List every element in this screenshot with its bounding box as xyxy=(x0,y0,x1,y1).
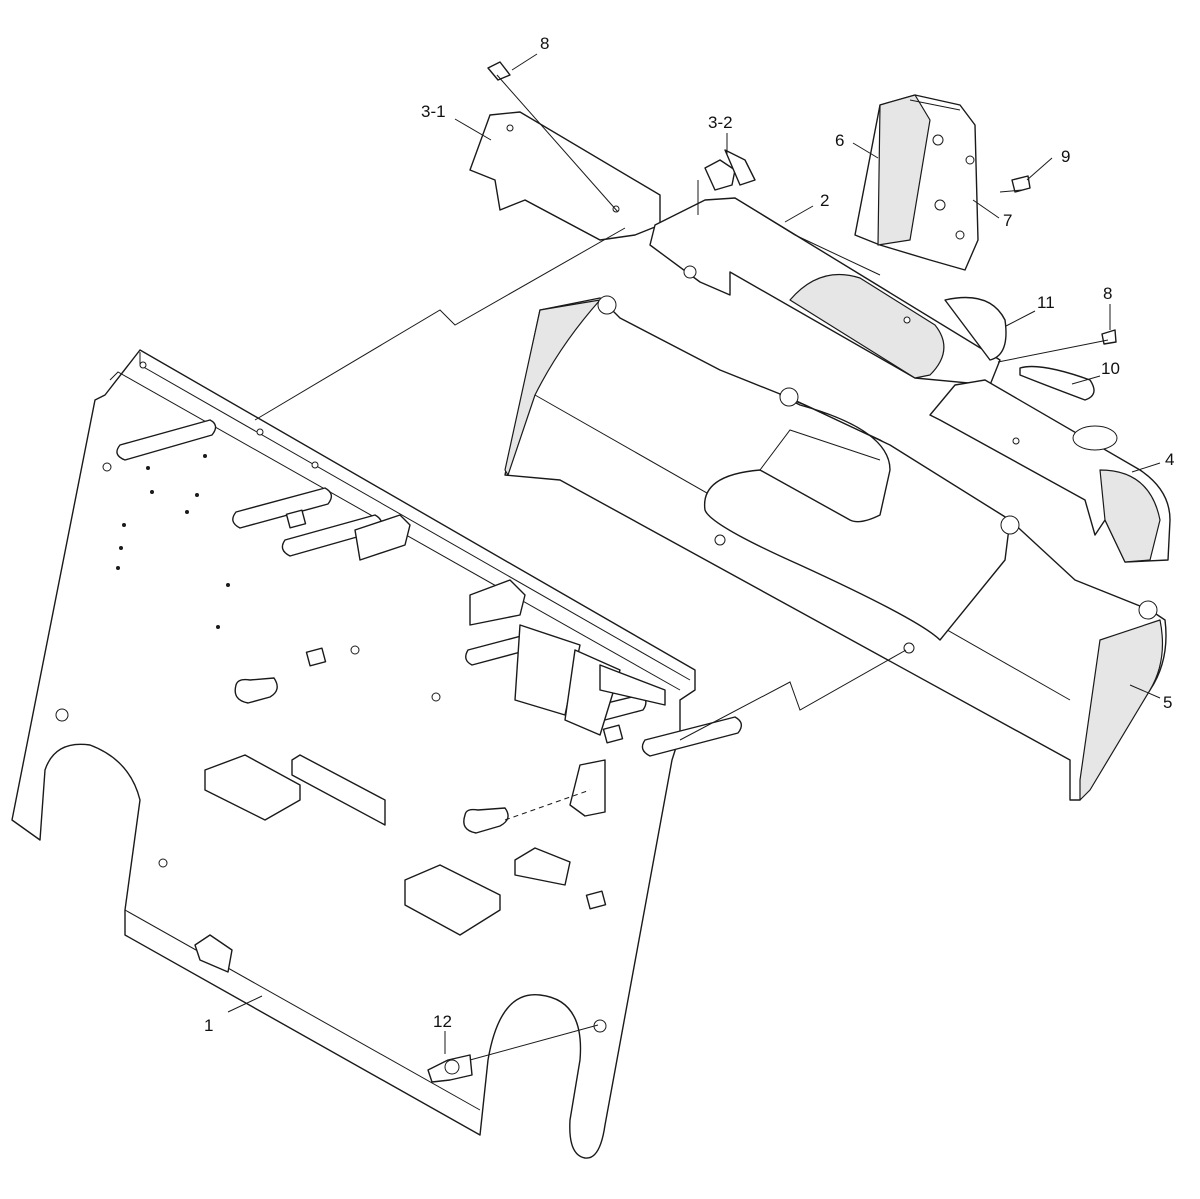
panel-holes xyxy=(55,361,607,1033)
callout-5: 5 xyxy=(1163,693,1172,712)
screw-9 xyxy=(1011,175,1031,193)
part-11-cable xyxy=(944,296,1007,361)
callout-7: 7 xyxy=(1003,211,1012,230)
callout-4: 4 xyxy=(1165,450,1174,469)
part-4-right-upper-cover xyxy=(929,379,1171,563)
callout-9: 9 xyxy=(1061,147,1070,166)
part-3-2-lock-assembly xyxy=(704,149,756,191)
part-1-rear-panel xyxy=(11,349,743,1159)
part-6-7-stand xyxy=(854,94,979,271)
callout-3-2: 3-2 xyxy=(708,113,733,132)
callout-6: 6 xyxy=(835,131,844,150)
assembly-guide-lines xyxy=(254,74,1109,1061)
part-5-lower-cover xyxy=(504,295,1167,801)
callout-10: 10 xyxy=(1101,359,1120,378)
callout-labels: 1 2 3-1 3-2 4 5 6 7 8 8 9 10 11 12 xyxy=(204,34,1174,1035)
callout-3-1: 3-1 xyxy=(421,102,446,121)
callout-8-top: 8 xyxy=(540,34,549,53)
panel-brackets xyxy=(194,509,666,973)
leader-lines xyxy=(227,53,1161,1054)
callout-2: 2 xyxy=(820,191,829,210)
part-10-cable xyxy=(1019,365,1095,401)
callout-1: 1 xyxy=(204,1016,213,1035)
screw-8-right xyxy=(1101,329,1117,345)
part-2-center-upper-cover xyxy=(649,197,1001,386)
callout-11: 11 xyxy=(1037,293,1055,312)
screw-12 xyxy=(427,1054,473,1083)
callout-8-right: 8 xyxy=(1103,284,1112,303)
callout-12: 12 xyxy=(433,1012,452,1031)
screw-8-top xyxy=(487,61,511,81)
part-3-1-left-upper-cover xyxy=(469,111,661,241)
